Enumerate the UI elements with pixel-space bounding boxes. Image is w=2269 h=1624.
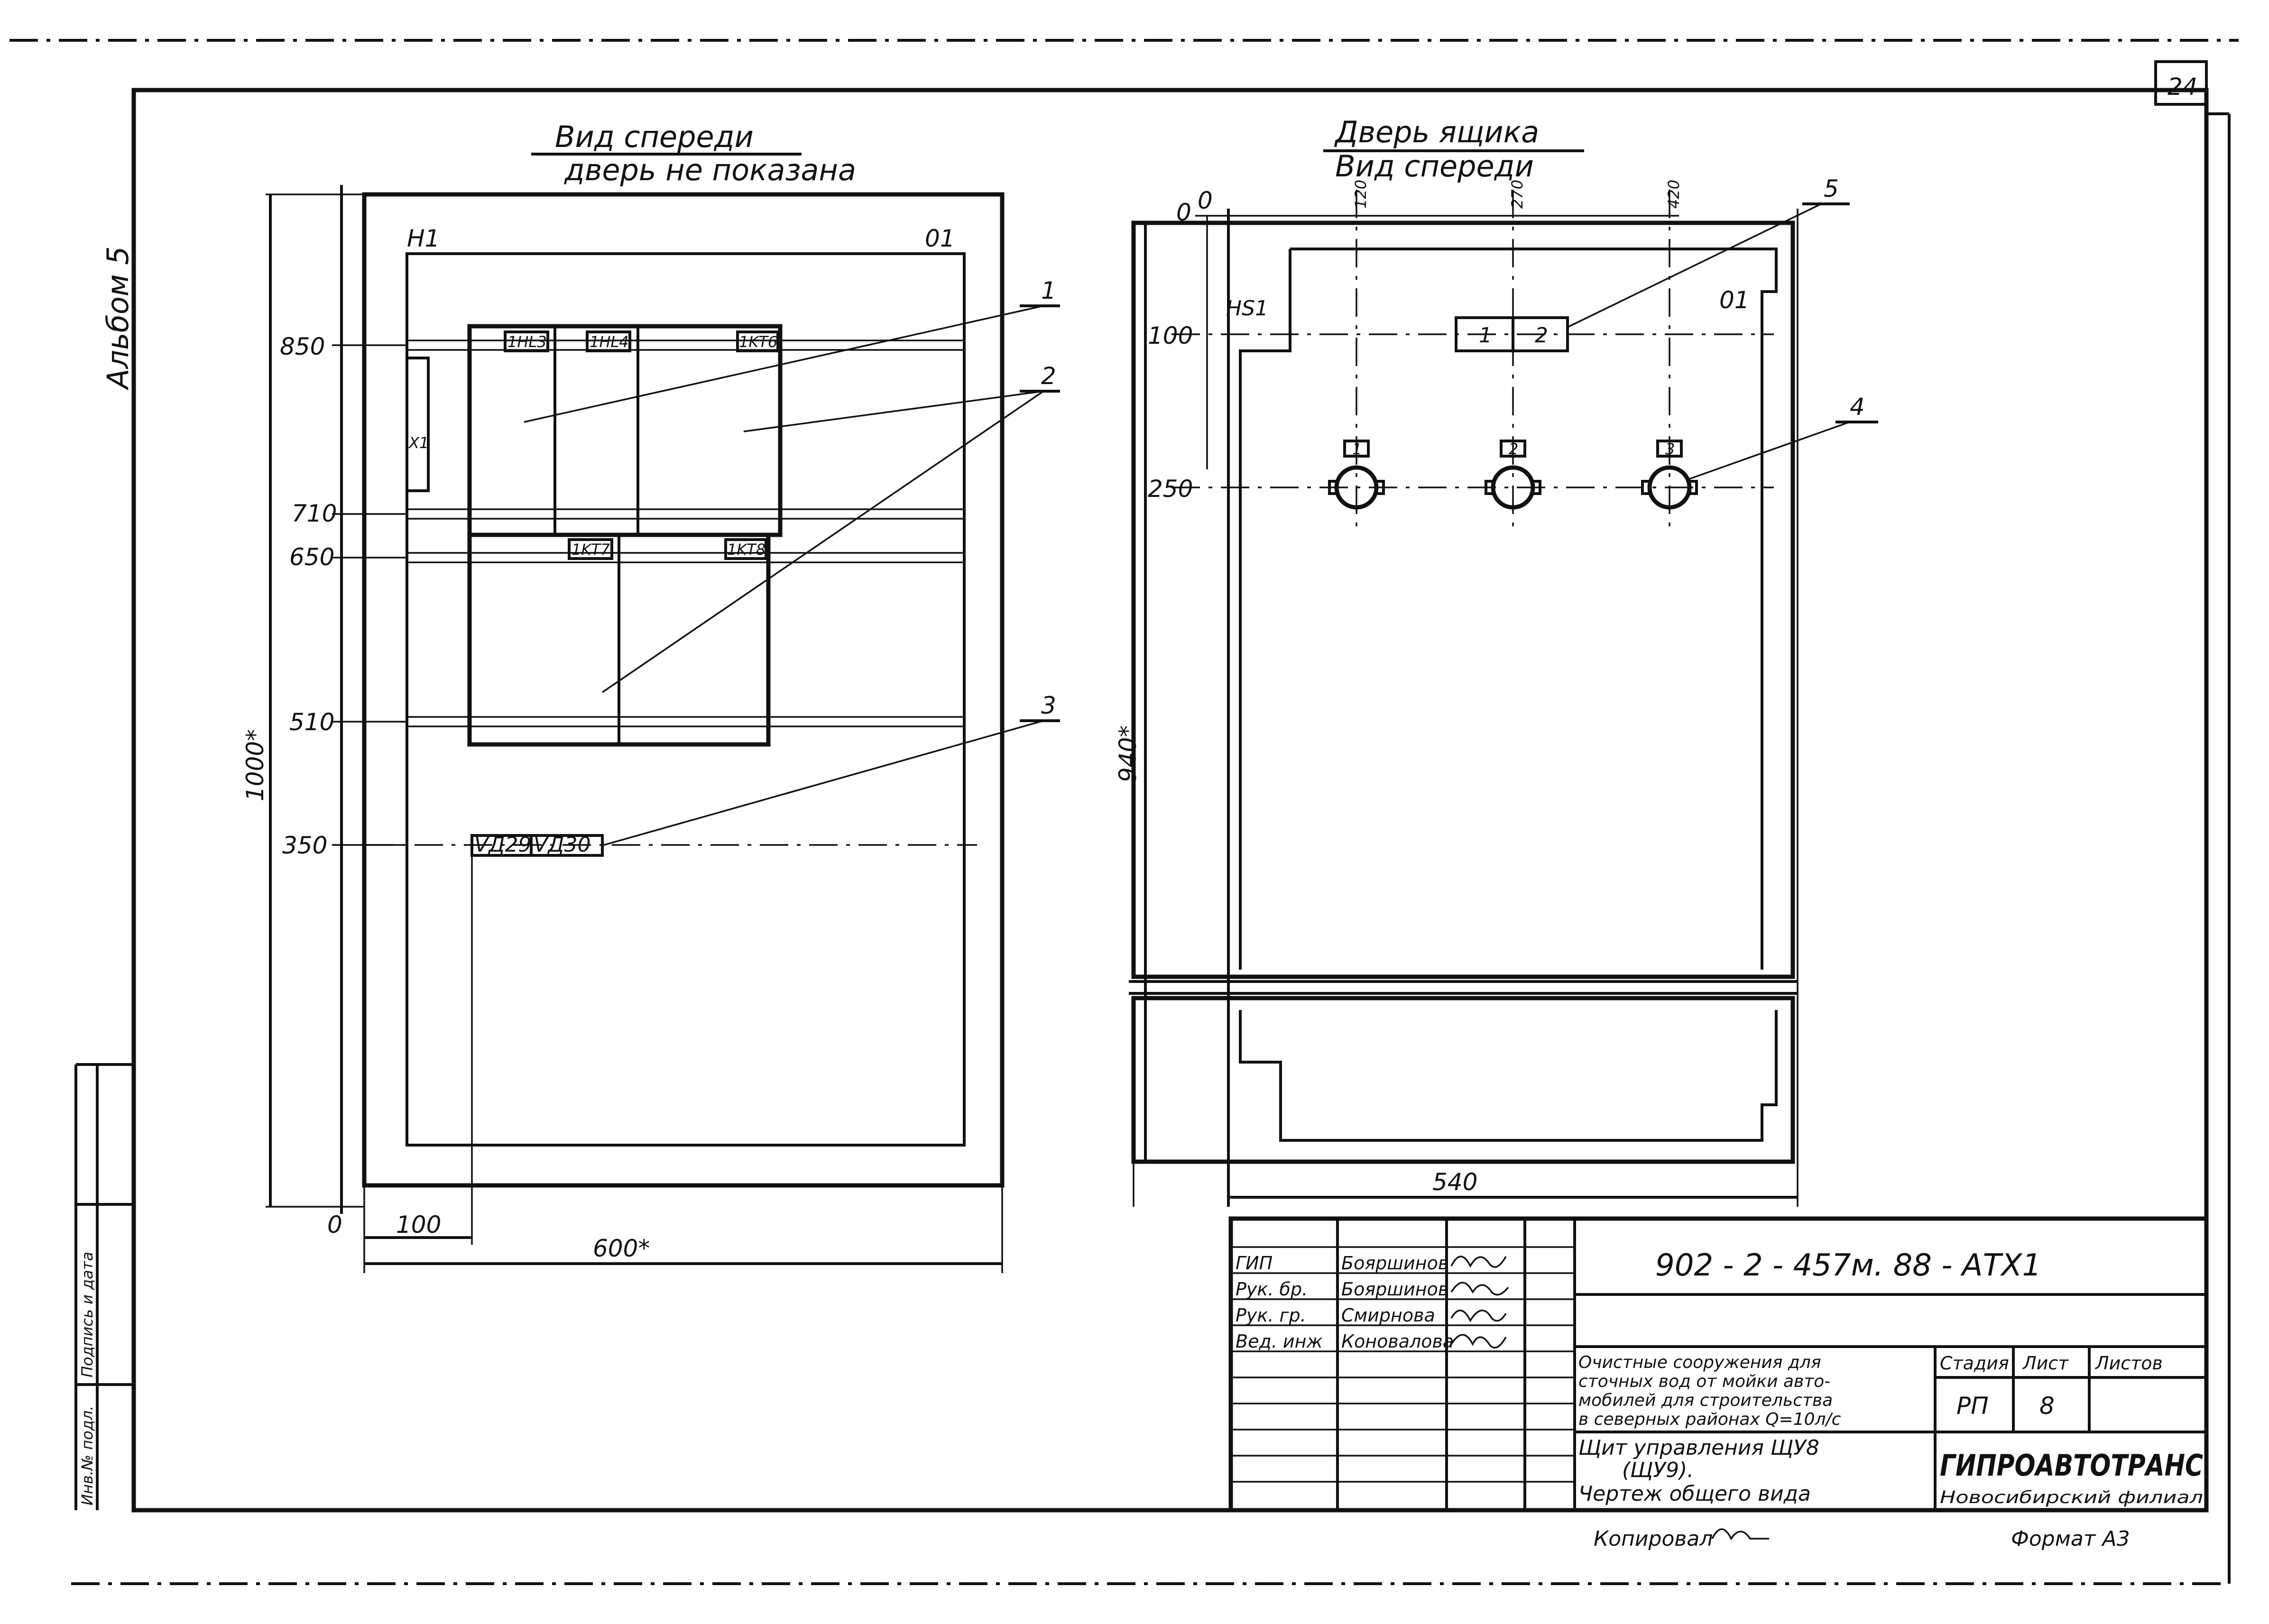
- signature-3: [1450, 1309, 1507, 1322]
- sheets-header: Листов: [2094, 1353, 2163, 1374]
- role-ruk-gr: Рук. гр.: [1236, 1305, 1306, 1326]
- door-label-hs1: HS1: [1226, 296, 1268, 321]
- door-col-120: 120: [1352, 180, 1370, 209]
- lamp-3: 3: [1641, 440, 1698, 510]
- device-1kt7: 1KT7: [572, 541, 610, 559]
- copied-by-label: Копировал: [1594, 1527, 1713, 1551]
- stage-value: РП: [1956, 1392, 1989, 1420]
- device-vd30: VД30: [534, 833, 590, 857]
- device-1hl3: 1HL3: [507, 333, 547, 351]
- device-1kt6: 1KT6: [739, 333, 777, 351]
- name-3: Смирнова: [1341, 1305, 1435, 1326]
- role-ruk-br: Рук. бр.: [1236, 1279, 1308, 1300]
- sheet-title-line-1: Щит управления ЩУ8: [1578, 1436, 1819, 1460]
- switch-position-1: 1: [1479, 323, 1492, 348]
- name-4: Коновалова: [1341, 1331, 1454, 1352]
- project-line-4: в северных районах Q=10л/с: [1578, 1410, 1841, 1429]
- door-row-250: 250: [1148, 475, 1193, 503]
- door-row-100: 100: [1148, 322, 1193, 349]
- door-view-subtitle: Вид спереди: [1335, 149, 1534, 184]
- door-view-title: Дверь ящика: [1334, 115, 1539, 149]
- role-ved-inzh: Вед. инж: [1236, 1331, 1323, 1352]
- callout-5: 5: [1824, 175, 1839, 202]
- front-corner-left: H1: [407, 225, 440, 252]
- device-vd29: VД29: [474, 833, 531, 857]
- switch-position-2: 2: [1535, 323, 1548, 348]
- stamp-signature: Подпись и дата: [78, 1252, 96, 1377]
- branch-name: Новосибирский филиал: [1940, 1488, 2203, 1507]
- document-code: 902 - 2 - 457м. 88 - АТХ1: [1655, 1248, 2041, 1283]
- front-view-title: Вид спереди: [555, 119, 754, 154]
- project-line-3: мобилей для строительства: [1578, 1391, 1833, 1410]
- sheet-title-line-2: (ЩУ9).: [1622, 1458, 1694, 1482]
- door-col-420: 420: [1665, 180, 1683, 209]
- sheet-format: Формат А3: [2011, 1527, 2130, 1551]
- sheet-title-line-3: Чертеж общего вида: [1578, 1482, 1811, 1506]
- door-height-dim: 940*: [1114, 725, 1142, 782]
- front-view: Вид спереди дверь не показана H1 01 1000…: [241, 119, 1060, 1273]
- role-gip: ГИП: [1236, 1253, 1273, 1274]
- name-2: Бояршинов: [1341, 1279, 1448, 1300]
- stage-header: Стадия: [1940, 1353, 2009, 1374]
- lamp-tag-2: 2: [1509, 440, 1518, 458]
- sheet-value: 8: [2039, 1392, 2055, 1420]
- front-level-850: 850: [280, 333, 325, 360]
- door-view: Дверь ящика Вид спереди 01 HS1 0 0 100 2…: [1114, 115, 1878, 1207]
- front-width-dim: 600*: [593, 1235, 650, 1262]
- front-level-350: 350: [282, 832, 327, 859]
- front-height-dim: 1000*: [241, 729, 269, 801]
- device-1hl4: 1HL4: [590, 333, 629, 351]
- left-stamp: Инв.№ подл. Подпись и дата: [74, 1063, 134, 1510]
- page-number: 24: [2168, 73, 2198, 101]
- front-view-subtitle: дверь не показана: [564, 153, 856, 187]
- lamp-tag-1: 1: [1352, 440, 1362, 458]
- lamp-tag-3: 3: [1665, 440, 1675, 458]
- front-origin: 0: [327, 1211, 342, 1239]
- door-top-left-dim: 0: [1198, 187, 1213, 214]
- door-corner-right: 01: [1719, 286, 1750, 314]
- project-line-1: Очистные сооружения для: [1578, 1353, 1821, 1372]
- device-1kt8: 1KT8: [727, 541, 766, 559]
- title-block: ГИП Рук. бр. Рук. гр. Вед. инж Бояршинов…: [1228, 1216, 2209, 1551]
- album-label: Альбом 5: [101, 246, 135, 391]
- front-level-650: 650: [289, 543, 334, 571]
- front-level-710: 710: [292, 500, 337, 527]
- signature-2: [1450, 1282, 1509, 1296]
- front-offset-dim: 100: [396, 1211, 441, 1239]
- lamp-1: 1: [1328, 440, 1385, 510]
- door-col-270: 270: [1508, 180, 1526, 209]
- project-line-2: сточных вод от мойки авто-: [1578, 1372, 1830, 1391]
- front-corner-right: 01: [925, 225, 955, 252]
- callout-2: 2: [1041, 362, 1056, 390]
- door-width-dim: 540: [1432, 1168, 1477, 1196]
- stamp-inventory: Инв.№ подл.: [78, 1405, 96, 1505]
- front-level-510: 510: [289, 708, 334, 736]
- lamp-2: 2: [1485, 440, 1541, 510]
- terminal-block-label: X1: [408, 434, 429, 452]
- signature-1: [1450, 1256, 1507, 1268]
- callout-1: 1: [1041, 277, 1056, 304]
- name-1: Бояршинов: [1341, 1253, 1448, 1274]
- sheet-frame: 24: [9, 39, 2239, 1585]
- copied-signature: [1711, 1528, 1769, 1541]
- sheet-header: Лист: [2022, 1353, 2069, 1374]
- door-origin: 0: [1176, 199, 1191, 226]
- callout-3: 3: [1041, 692, 1056, 719]
- organization-name: ГИПРОАВТОТРАНС: [1940, 1448, 2203, 1483]
- callout-4: 4: [1850, 393, 1865, 421]
- signature-4: [1450, 1334, 1507, 1349]
